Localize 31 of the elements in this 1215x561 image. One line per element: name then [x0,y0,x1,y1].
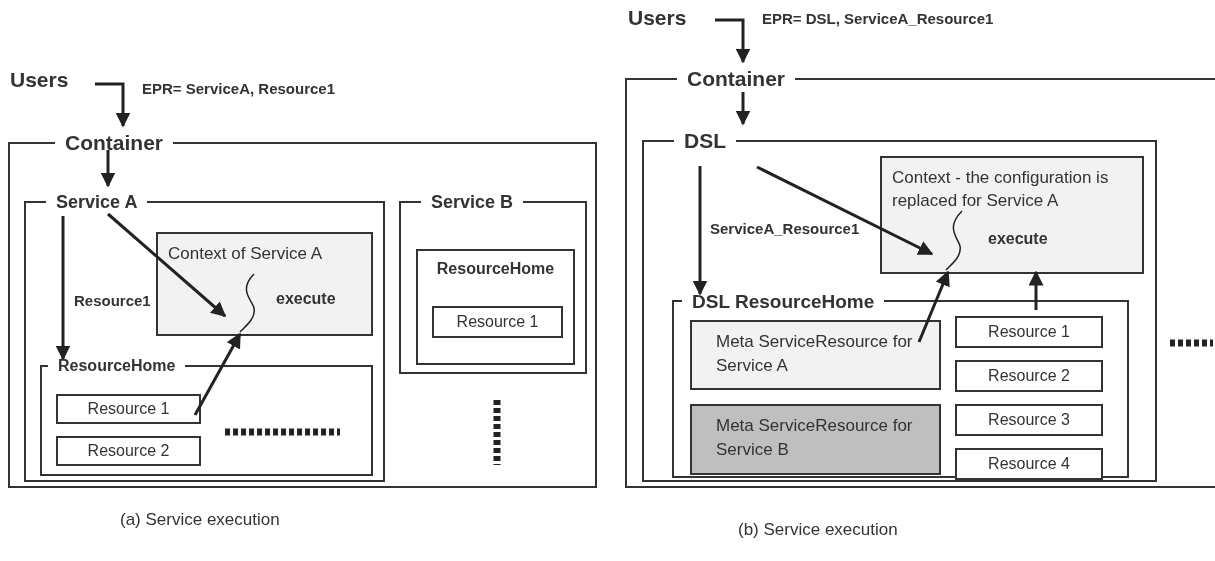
process-box: Resource 4 [955,448,1103,480]
process-box: Resource 1 [955,316,1103,348]
process-box: Resource 1 [432,306,563,338]
actor-label: Users [628,6,708,32]
arrow [692,166,708,296]
actor-label: Users [10,68,90,94]
arrow [55,216,71,361]
process-box: Meta ServiceResource for Service B [690,404,941,475]
process-box: Resource 3 [955,404,1103,436]
edge-label: ServiceA_Resource1 [708,220,862,237]
process-box: Context of Service A execute [156,232,373,336]
edge-label: EPR= ServiceA, Resource1 [140,80,338,97]
process-box: Resource 2 [955,360,1103,392]
group-box [416,249,575,365]
arrow [193,332,242,416]
figure-caption: (a) Service execution [120,510,280,530]
process-box: Resource 1 [56,394,201,424]
process-box: Resource 2 [56,436,201,466]
arrow [715,18,751,64]
arrow [756,165,934,256]
arrow [107,212,227,318]
process-box: Context - the configuration is replaced for Service A execute [880,156,1144,274]
arrow [100,150,116,188]
arrow [735,92,751,126]
edge-label: EPR= DSL, ServiceA_Resource1 [760,10,996,27]
group-title: ResourceHome [435,261,556,277]
arrow [917,270,950,343]
process-box: Meta ServiceResource for Service A [690,320,941,390]
arrow [1028,270,1044,310]
arrow [95,82,131,128]
figure-caption: (b) Service execution [738,520,898,540]
